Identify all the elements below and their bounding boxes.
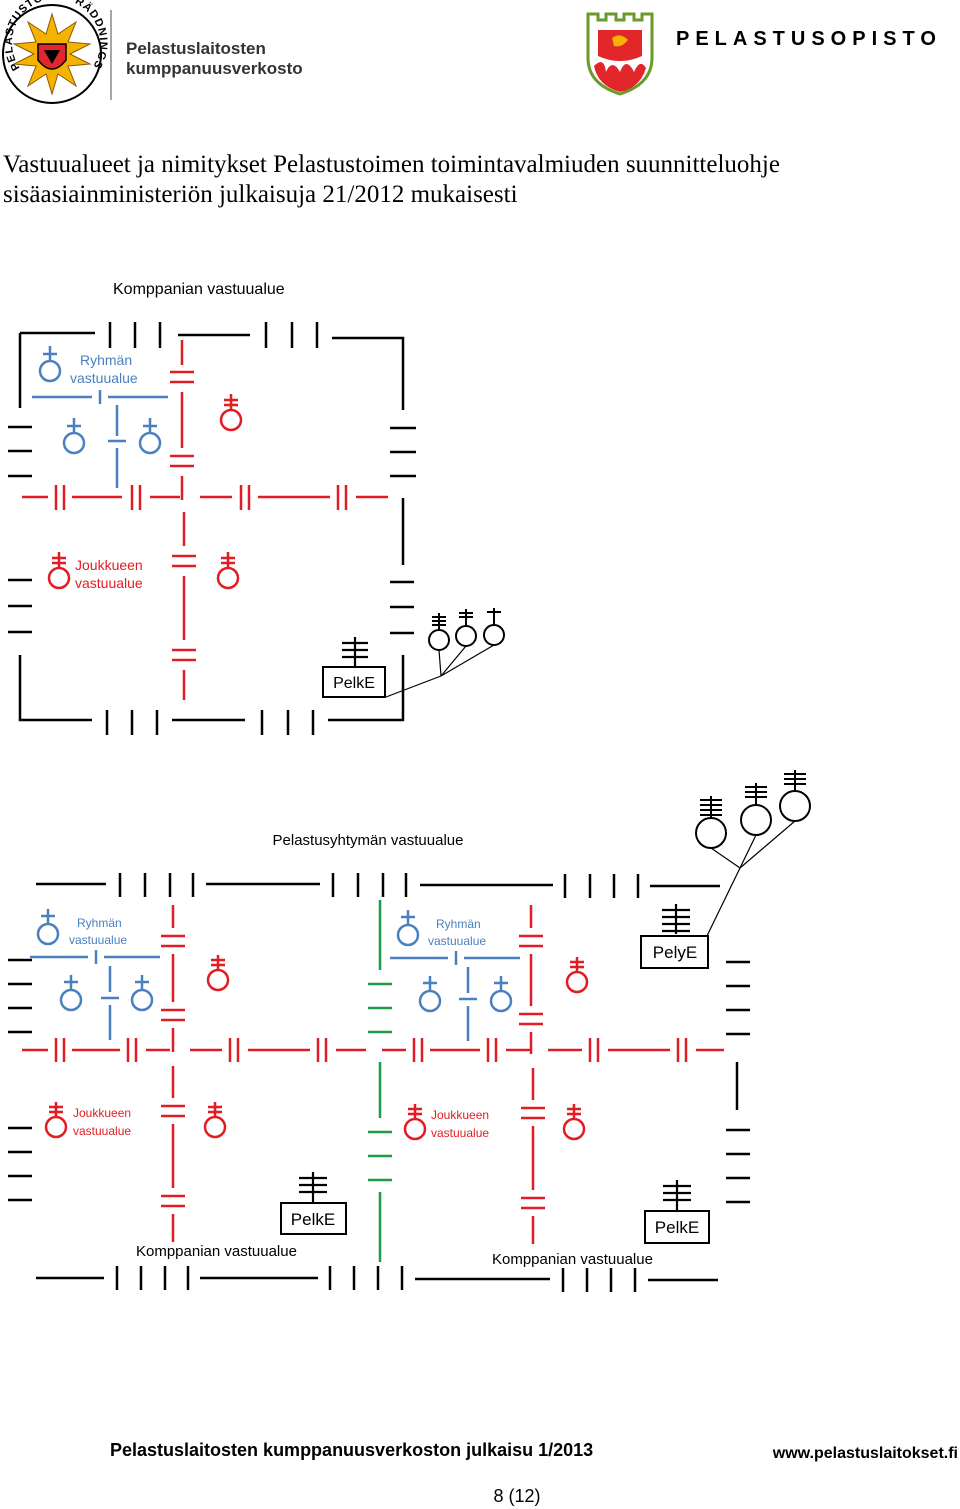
d1-platoon-label-line1: Joukkueen (75, 557, 143, 573)
d2-group-label-a-line1: Ryhmän (77, 916, 122, 930)
footer-publication: Pelastuslaitosten kumppanuusverkoston ju… (110, 1440, 593, 1460)
footer-page-number: 8 (12) (493, 1486, 540, 1506)
school-logo (586, 12, 654, 96)
platoon-leader-icon (47, 552, 71, 590)
footer-website: www.pelastuslaitokset.fi (772, 1445, 958, 1462)
school-name: PELASTUSOPISTO (676, 28, 942, 50)
platoon-leader-icon (403, 1104, 427, 1141)
d2-platoon-label-a-line1: Joukkueen (73, 1106, 131, 1120)
platoon-leader-icon (562, 1104, 586, 1141)
heading-line2: sisäasiainministeriön julkaisuja 21/2012… (3, 181, 518, 208)
platoon-leader-icon (203, 1102, 227, 1139)
d2-group-lines (30, 950, 520, 1041)
group-leader-icon (138, 418, 162, 455)
d1-group-label-line1: Ryhmän (80, 352, 132, 368)
company-officer-cluster (385, 608, 505, 698)
d2-command-label-left: PelkE (291, 1210, 335, 1229)
company-commander-icon (299, 1172, 327, 1202)
d2-outer-frame (8, 873, 750, 1292)
d2-group-label-b-line2: vastuualue (428, 934, 486, 948)
d1-platoon-lines (22, 340, 388, 700)
platoon-leader-icon (44, 1102, 68, 1139)
formation-officer-cluster (695, 770, 811, 941)
company-commander-icon (663, 1180, 691, 1210)
d1-group-leader-symbols (38, 346, 162, 455)
d2-company-divider (368, 900, 392, 1262)
heading-line1: Vastuualueet ja nimitykset Pelastustoime… (3, 151, 780, 178)
d2-formation-command-box (640, 935, 709, 969)
d1-platoon-label-line2: vastuualue (75, 575, 143, 591)
org-logo: PELASTUSTOIMI · RÄDDNINGSVÄSENDET (0, 0, 108, 104)
group-leader-icon (489, 976, 513, 1013)
d1-outer-frame (8, 322, 416, 735)
d2-platoon-label-a-line2: vastuualue (73, 1124, 131, 1138)
d2-title: Pelastusyhtymän vastuualue (273, 832, 464, 849)
d2-company-label-right: Komppanian vastuualue (492, 1251, 653, 1268)
group-leader-icon (130, 975, 154, 1012)
group-leader-icon (36, 909, 60, 946)
d2-command-box-right (644, 1210, 710, 1244)
d2-group-leader-symbols (36, 909, 513, 1013)
d1-command-unit-label: PelkE (333, 675, 375, 692)
org-name-line1: Pelastuslaitosten (126, 39, 266, 58)
diagram-formation-area: Pelastusyhtymän vastuualue (8, 770, 811, 1292)
d2-platoon-lines (22, 905, 724, 1244)
group-leader-icon (62, 418, 86, 455)
org-name-line2: kumppanuusverkosto (126, 59, 303, 78)
group-leader-icon (59, 975, 83, 1012)
group-leader-icon (396, 910, 420, 947)
d2-company-label-left: Komppanian vastuualue (136, 1243, 297, 1260)
d2-command-label-right: PelkE (655, 1218, 699, 1237)
page-heading: Vastuualueet ja nimitykset Pelastustoime… (3, 150, 953, 210)
platoon-leader-icon (219, 394, 243, 432)
d2-formation-command-label: PelyE (653, 943, 697, 962)
group-leader-icon (38, 346, 62, 383)
platoon-leader-icon (216, 552, 240, 590)
d2-group-label-a-line2: vastuualue (69, 933, 127, 947)
platoon-leader-icon (565, 957, 589, 994)
d2-command-box-left (280, 1202, 347, 1235)
group-leader-icon (418, 976, 442, 1013)
platoon-leader-icon (206, 955, 230, 992)
formation-commander-icon (662, 904, 690, 934)
company-commander-icon (342, 637, 368, 666)
d2-platoon-label-b-line2: vastuualue (431, 1126, 489, 1140)
d2-group-label-b-line1: Ryhmän (436, 917, 481, 931)
d1-title: Komppanian vastuualue (113, 281, 285, 298)
diagram-company-area: Komppanian vastuualue (8, 281, 505, 735)
d1-group-label-line2: vastuualue (70, 370, 138, 386)
d1-group-lines (32, 390, 168, 488)
d2-platoon-label-b-line1: Joukkueen (431, 1108, 489, 1122)
d1-command-unit-box (322, 666, 386, 698)
